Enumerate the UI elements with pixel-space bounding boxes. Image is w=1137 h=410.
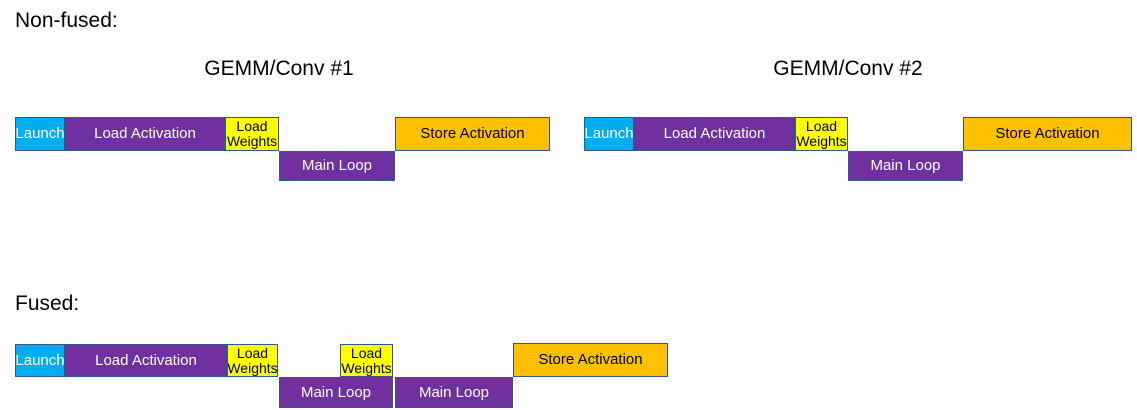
block-load-weights: Load Weights (227, 344, 278, 377)
block-store-activation: Store Activation (963, 117, 1132, 151)
block-main-loop: Main Loop (279, 377, 393, 408)
block-load-weights: Load Weights (795, 117, 848, 151)
block-load-activation: Load Activation (634, 117, 795, 151)
block-launch: Launch (584, 117, 634, 151)
block-launch: Launch (15, 117, 65, 151)
block-load-weights: Load Weights (340, 344, 393, 377)
block-launch: Launch (15, 344, 65, 377)
block-main-loop: Main Loop (279, 151, 395, 181)
block-load-activation: Load Activation (65, 344, 227, 377)
block-main-loop: Main Loop (848, 151, 963, 181)
fused-section-heading: Fused: (15, 292, 80, 315)
non-fused-section-heading: Non-fused: (15, 9, 118, 32)
block-store-activation: Store Activation (513, 343, 668, 377)
group-title-gemm-conv-1: GEMM/Conv #1 (204, 57, 354, 80)
group-title-gemm-conv-2: GEMM/Conv #2 (773, 57, 923, 80)
block-load-activation: Load Activation (65, 117, 225, 151)
block-load-weights: Load Weights (225, 117, 279, 151)
block-store-activation: Store Activation (395, 117, 550, 151)
block-main-loop: Main Loop (395, 377, 513, 408)
